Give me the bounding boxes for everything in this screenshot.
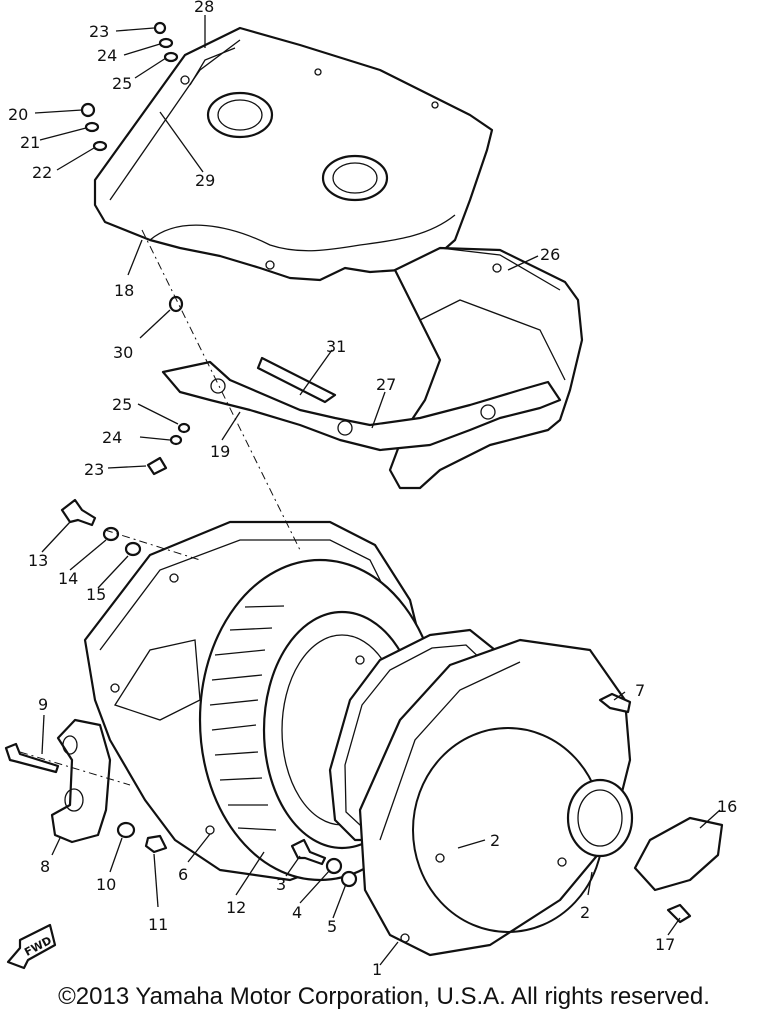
callout-23-bottom: 23: [84, 460, 104, 479]
callout-29: 29: [195, 171, 215, 190]
mount-bracket-part-8: [50, 718, 112, 844]
fan-cover-part-1: [358, 638, 634, 957]
callout-15: 15: [86, 585, 106, 604]
callout-28: 28: [194, 0, 214, 16]
callout-17: 17: [655, 935, 675, 954]
bolt-23-top: [153, 21, 167, 35]
callout-23-top: 23: [89, 22, 109, 41]
callout-7: 7: [635, 681, 645, 700]
callout-19: 19: [210, 442, 230, 461]
callout-8: 8: [40, 857, 50, 876]
callout-4: 4: [292, 903, 302, 922]
callout-25-bottom: 25: [112, 395, 132, 414]
callout-24-bottom: 24: [102, 428, 122, 447]
callout-1: 1: [372, 960, 382, 979]
leader-lines: [34, 15, 721, 966]
callout-20: 20: [8, 105, 28, 124]
callout-22: 22: [32, 163, 52, 182]
callout-14: 14: [58, 569, 78, 588]
callout-12: 12: [226, 898, 246, 917]
side-shroud-part-26: [388, 246, 584, 490]
callout-21: 21: [20, 133, 40, 152]
callout-27: 27: [376, 375, 396, 394]
callout-31: 31: [326, 337, 346, 356]
callout-3: 3: [276, 875, 286, 894]
callout-24-top: 24: [97, 46, 117, 65]
callout-labels: 23 24 25 28 20 21 22 29 18 26 30 31 27 2…: [8, 0, 737, 979]
callout-11: 11: [148, 915, 168, 934]
lower-bracket-part-19: [161, 356, 562, 452]
callout-2-b: 2: [580, 903, 590, 922]
callout-30: 30: [113, 343, 133, 362]
callout-10: 10: [96, 875, 116, 894]
callout-9: 9: [38, 695, 48, 714]
callout-26: 26: [540, 245, 560, 264]
callout-13: 13: [28, 551, 48, 570]
callout-18: 18: [114, 281, 134, 300]
callout-16: 16: [717, 797, 737, 816]
fwd-direction-arrow: FWD: [6, 923, 57, 970]
cover-plate-part-16: [633, 816, 724, 892]
center-lines: [19, 229, 301, 786]
copyright-notice: ©2013 Yamaha Motor Corporation, U.S.A. A…: [58, 983, 710, 1010]
callout-25-top: 25: [112, 74, 132, 93]
callout-5: 5: [327, 917, 337, 936]
callout-6: 6: [178, 865, 188, 884]
callout-2-a: 2: [490, 831, 500, 850]
